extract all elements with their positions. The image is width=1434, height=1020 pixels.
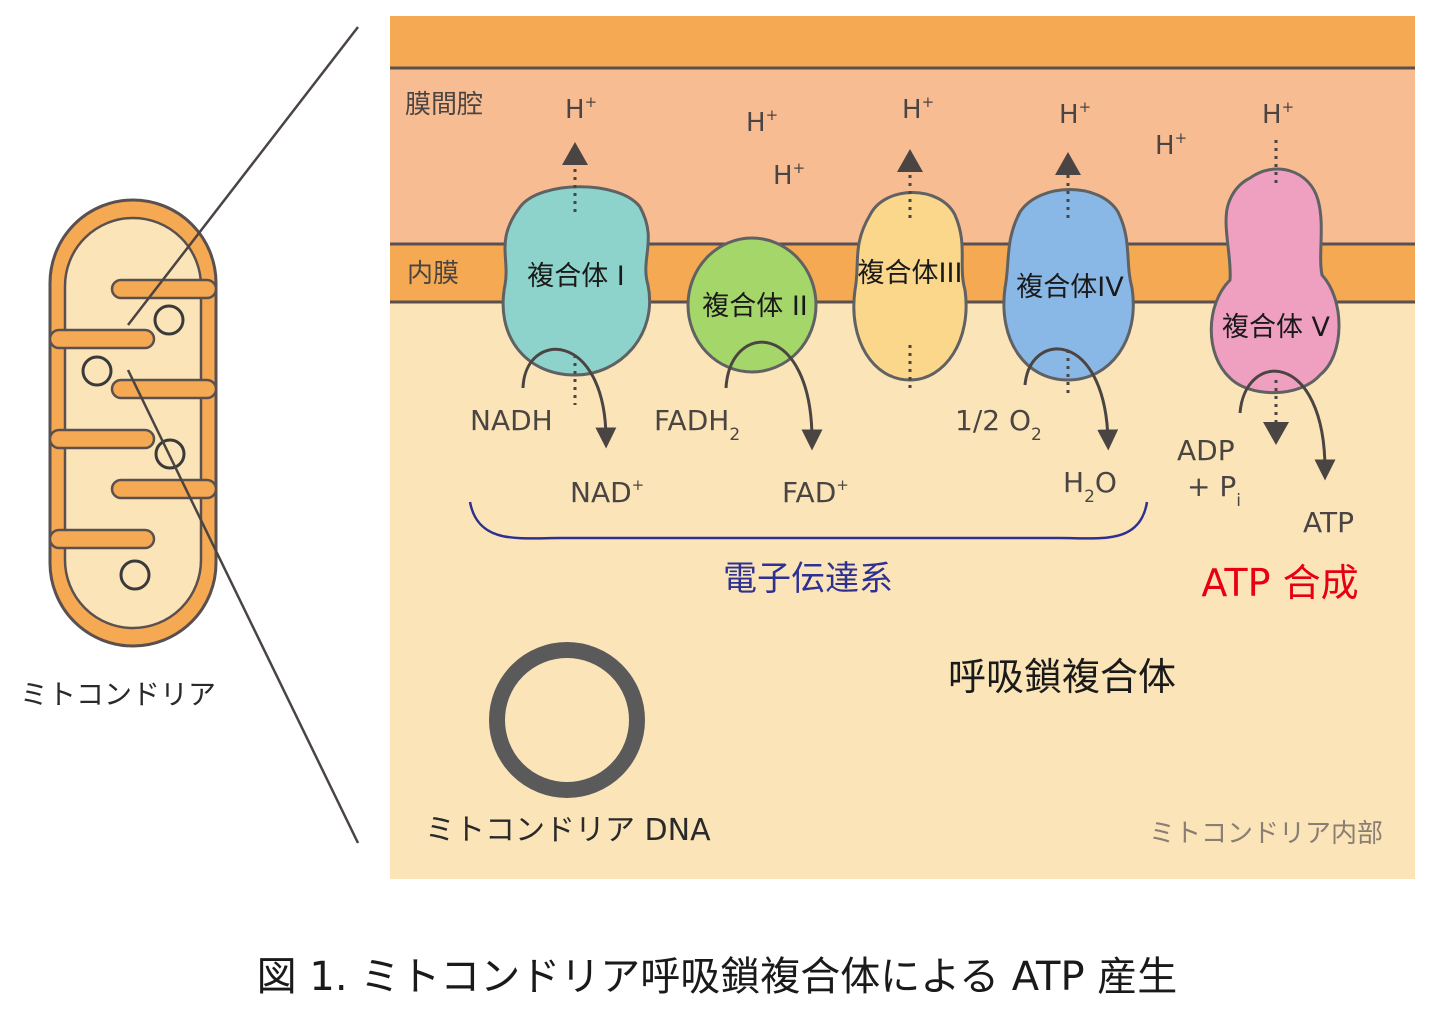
crista [48, 428, 156, 450]
complex-2: 複合体 II [686, 236, 818, 374]
intermembrane-space-label: 膜間腔 [405, 90, 483, 120]
complex-4: 複合体IV [1002, 188, 1135, 382]
mitochondria-label: ミトコンドリア [20, 678, 216, 711]
mito-dna-dot [153, 304, 185, 336]
fad-label: FAD+ [782, 476, 849, 509]
electron-transport-chain-label: 電子伝達系 [723, 559, 893, 599]
proton-labels: H+ H+ H+ H+ H+ H+ H+ [565, 93, 1294, 191]
mito-dna-dot [81, 355, 113, 387]
complex-2-shape [686, 236, 818, 374]
electron-transport-brace [468, 501, 1149, 540]
zoom-line-top [127, 26, 359, 326]
mito-dna-dot [119, 559, 151, 591]
inner-membrane-label: 内膜 [407, 259, 459, 289]
mito-dna-label: ミトコンドリア DNA [425, 813, 711, 848]
complex-3-up-arrowhead [897, 149, 923, 172]
reaction-labels: NADH NAD+ FADH2 FAD+ 1/2 O2 H2O ADP + Pi… [470, 404, 1354, 539]
phosphate-label: + Pi [1187, 470, 1241, 511]
proton-label: H+ [902, 93, 934, 125]
complex-3: 複合体III [852, 191, 968, 382]
matrix-label: ミトコンドリア内部 [1149, 819, 1383, 849]
complex-5-shape [1209, 167, 1341, 395]
complex-1: 複合体 I [501, 185, 651, 377]
complex-1-label: 複合体 I [527, 261, 625, 292]
complex-5: 複合体 V [1209, 167, 1341, 395]
fadh2-label: FADH2 [654, 404, 740, 445]
nadh-to-nad-arrow [521, 347, 617, 449]
mito-dna-ring [489, 642, 645, 798]
zoom-line-bottom [126, 369, 360, 844]
membrane-panel [390, 16, 1415, 879]
adp-to-atp-arrow [1238, 369, 1336, 481]
proton-label: H+ [1155, 129, 1187, 161]
atp-synthesis-label: ATP 合成 [1201, 561, 1358, 605]
complex-5-label: 複合体 V [1222, 312, 1331, 343]
complex-1-up-arrowhead [562, 142, 588, 165]
proton-label: H+ [1262, 98, 1294, 130]
complex-3-shape [852, 191, 968, 382]
proton-arrowheads [562, 142, 1289, 445]
crista [48, 328, 156, 350]
proton-label: H+ [1059, 98, 1091, 130]
proton-label: H+ [746, 106, 778, 138]
complex-3-label: 複合体III [858, 258, 963, 289]
complex-5-down-arrowhead [1263, 422, 1289, 445]
complex-1-shape [501, 185, 651, 377]
reaction-arrows [521, 340, 1336, 481]
complex-4-shape [1002, 188, 1135, 382]
complex-4-up-arrowhead [1055, 152, 1081, 175]
nadh-label: NADH [470, 404, 553, 437]
water-label: H2O [1063, 466, 1117, 507]
o2-to-h2o-arrow [1023, 347, 1119, 451]
mitochondrion-illustration [48, 198, 218, 648]
respiratory-complex-label: 呼吸鎖複合体 [948, 655, 1176, 699]
proton-label: H+ [565, 93, 597, 125]
mito-dna-dot [154, 438, 186, 470]
fadh2-to-fad-arrow [724, 340, 823, 451]
nad-label: NAD+ [570, 476, 644, 509]
proton-pump-arrows [573, 140, 1278, 425]
adp-label: ADP [1177, 434, 1235, 467]
crista [110, 378, 218, 400]
figure-caption: 図 1. ミトコンドリア呼吸鎖複合体による ATP 産生 [257, 954, 1178, 1000]
complex-4-label: 複合体IV [1016, 272, 1124, 303]
crista [110, 478, 218, 500]
oxygen-label: 1/2 O2 [955, 404, 1042, 445]
crista [48, 528, 156, 550]
mito-inner-space [63, 216, 203, 630]
proton-label: H+ [773, 159, 805, 191]
complex-2-label: 複合体 II [702, 291, 808, 322]
crista [110, 278, 218, 300]
atp-label: ATP [1303, 506, 1354, 539]
outer-membrane [390, 16, 1415, 68]
